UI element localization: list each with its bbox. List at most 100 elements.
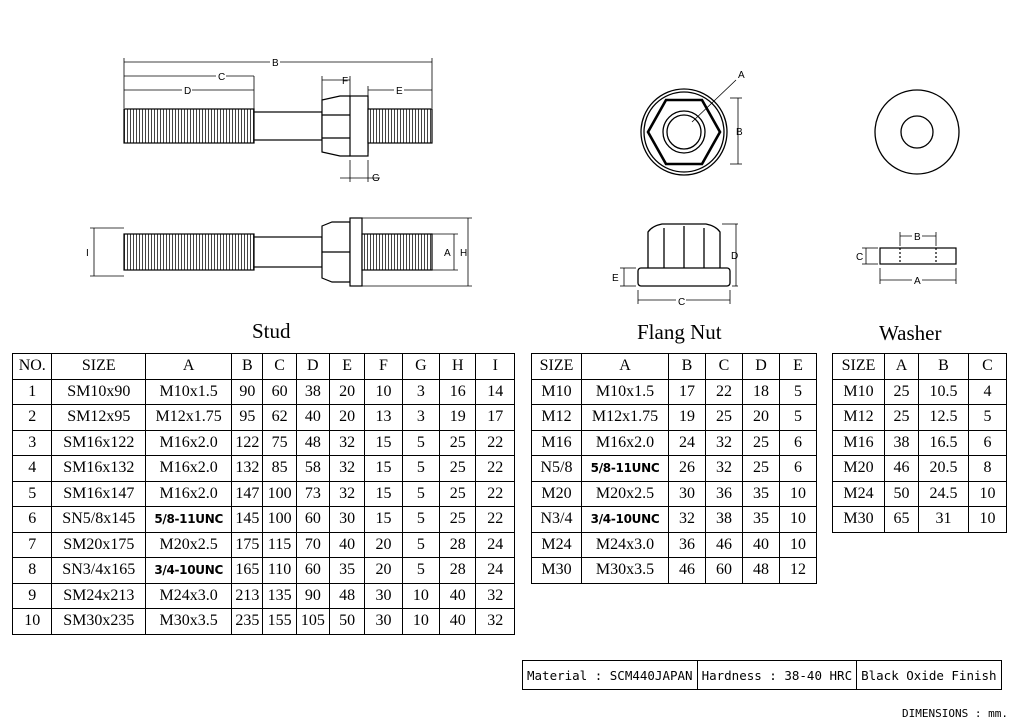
table-cell: 5	[779, 378, 817, 405]
table-cell: 22	[475, 429, 515, 456]
table-cell: 58	[295, 455, 330, 482]
table-cell: 5	[968, 404, 1007, 431]
dim-label-g: G	[372, 173, 380, 184]
table-cell: 20	[742, 404, 780, 431]
table-cell: SM24x213	[51, 582, 147, 609]
nut-label-b: B	[736, 127, 743, 138]
table-cell: 25	[439, 480, 477, 507]
table-cell: 38	[705, 506, 743, 533]
table-cell: 20	[328, 404, 366, 431]
table-cell: 10	[401, 608, 441, 635]
table-cell: 90	[231, 378, 264, 405]
table-cell: M30	[832, 506, 885, 533]
table-cell: 6	[779, 455, 817, 482]
table-cell: 30	[328, 506, 366, 533]
table-cell: 135	[262, 582, 297, 609]
table-cell: 100	[262, 506, 297, 533]
table-cell: 32	[705, 429, 743, 456]
table-cell: 17	[475, 404, 515, 431]
table-cell: 28	[439, 557, 477, 584]
table-cell: 25	[884, 404, 919, 431]
table-cell: 17	[668, 378, 706, 405]
table-cell: 18	[742, 378, 780, 405]
table-cell: M24x3.0	[145, 582, 233, 609]
table-cell: 40	[328, 531, 366, 558]
table-cell: 15	[364, 506, 403, 533]
table-cell: 75	[262, 429, 297, 456]
nut-label-a: A	[738, 70, 745, 81]
table-cell: 65	[884, 506, 919, 533]
table-cell: 48	[742, 557, 780, 584]
table-cell: 46	[705, 531, 743, 558]
header-cell: C	[968, 353, 1007, 380]
stud-table-header: NO. SIZE A B C D E F G H I	[11, 353, 515, 380]
table-cell: 5	[401, 455, 441, 482]
table-cell: 5	[401, 557, 441, 584]
table-cell: SM10x90	[51, 378, 147, 405]
table-cell: 31	[918, 506, 969, 533]
header-cell: NO.	[11, 353, 53, 380]
header-cell: SIZE	[51, 353, 147, 380]
nut-front-view	[640, 79, 742, 176]
table-cell: 32	[328, 455, 366, 482]
table-cell: 28	[439, 531, 477, 558]
table-cell: M16	[531, 429, 582, 456]
dim-label-h: H	[460, 248, 467, 259]
header-cell: A	[145, 353, 233, 380]
hardness-cell: Hardness : 38-40 HRC	[696, 660, 858, 690]
material-cell: Material : SCM440JAPAN	[522, 660, 698, 690]
nut-label-c: C	[678, 297, 685, 308]
table-cell: 62	[262, 404, 297, 431]
table-cell: 175	[231, 531, 264, 558]
washer-side-view	[862, 232, 957, 284]
table-cell: 16.5	[918, 429, 969, 456]
table-cell: 25	[884, 378, 919, 405]
nut-side-view	[620, 223, 738, 304]
table-cell: 12.5	[918, 404, 969, 431]
table-cell: 10	[968, 480, 1007, 507]
table-cell: 10	[968, 506, 1007, 533]
header-cell: F	[364, 353, 403, 380]
table-cell: 5	[401, 531, 441, 558]
table-cell: 15	[364, 429, 403, 456]
table-cell: M16	[832, 429, 885, 456]
table-cell: 13	[364, 404, 403, 431]
table-cell: 48	[328, 582, 366, 609]
table-cell: 105	[295, 608, 330, 635]
table-cell: 5	[11, 480, 53, 507]
table-cell: 32	[475, 608, 515, 635]
table-cell: M16x2.0	[145, 455, 233, 482]
table-cell: 20.5	[918, 455, 969, 482]
table-cell: 25	[439, 506, 477, 533]
table-cell: 32	[668, 506, 706, 533]
table-cell: 20	[328, 378, 366, 405]
table-cell: 30	[364, 582, 403, 609]
table-cell: 8	[968, 455, 1007, 482]
table-cell: M20	[832, 455, 885, 482]
table-cell: 147	[231, 480, 264, 507]
table-cell: SM16x132	[51, 455, 147, 482]
table-cell: 20	[364, 557, 403, 584]
header-cell: E	[328, 353, 366, 380]
table-cell: 35	[742, 480, 780, 507]
header-cell: A	[884, 353, 919, 380]
table-cell: 60	[705, 557, 743, 584]
header-cell: A	[581, 353, 669, 380]
table-cell: 6	[779, 429, 817, 456]
table-cell: 48	[295, 429, 330, 456]
table-cell: SN3/4x165	[51, 557, 147, 584]
table-cell: 10.5	[918, 378, 969, 405]
table-cell: 14	[475, 378, 515, 405]
stud-top-view	[123, 58, 433, 182]
finish-cell: Black Oxide Finish	[856, 660, 1002, 690]
table-cell: 22	[705, 378, 743, 405]
header-cell: B	[668, 353, 706, 380]
